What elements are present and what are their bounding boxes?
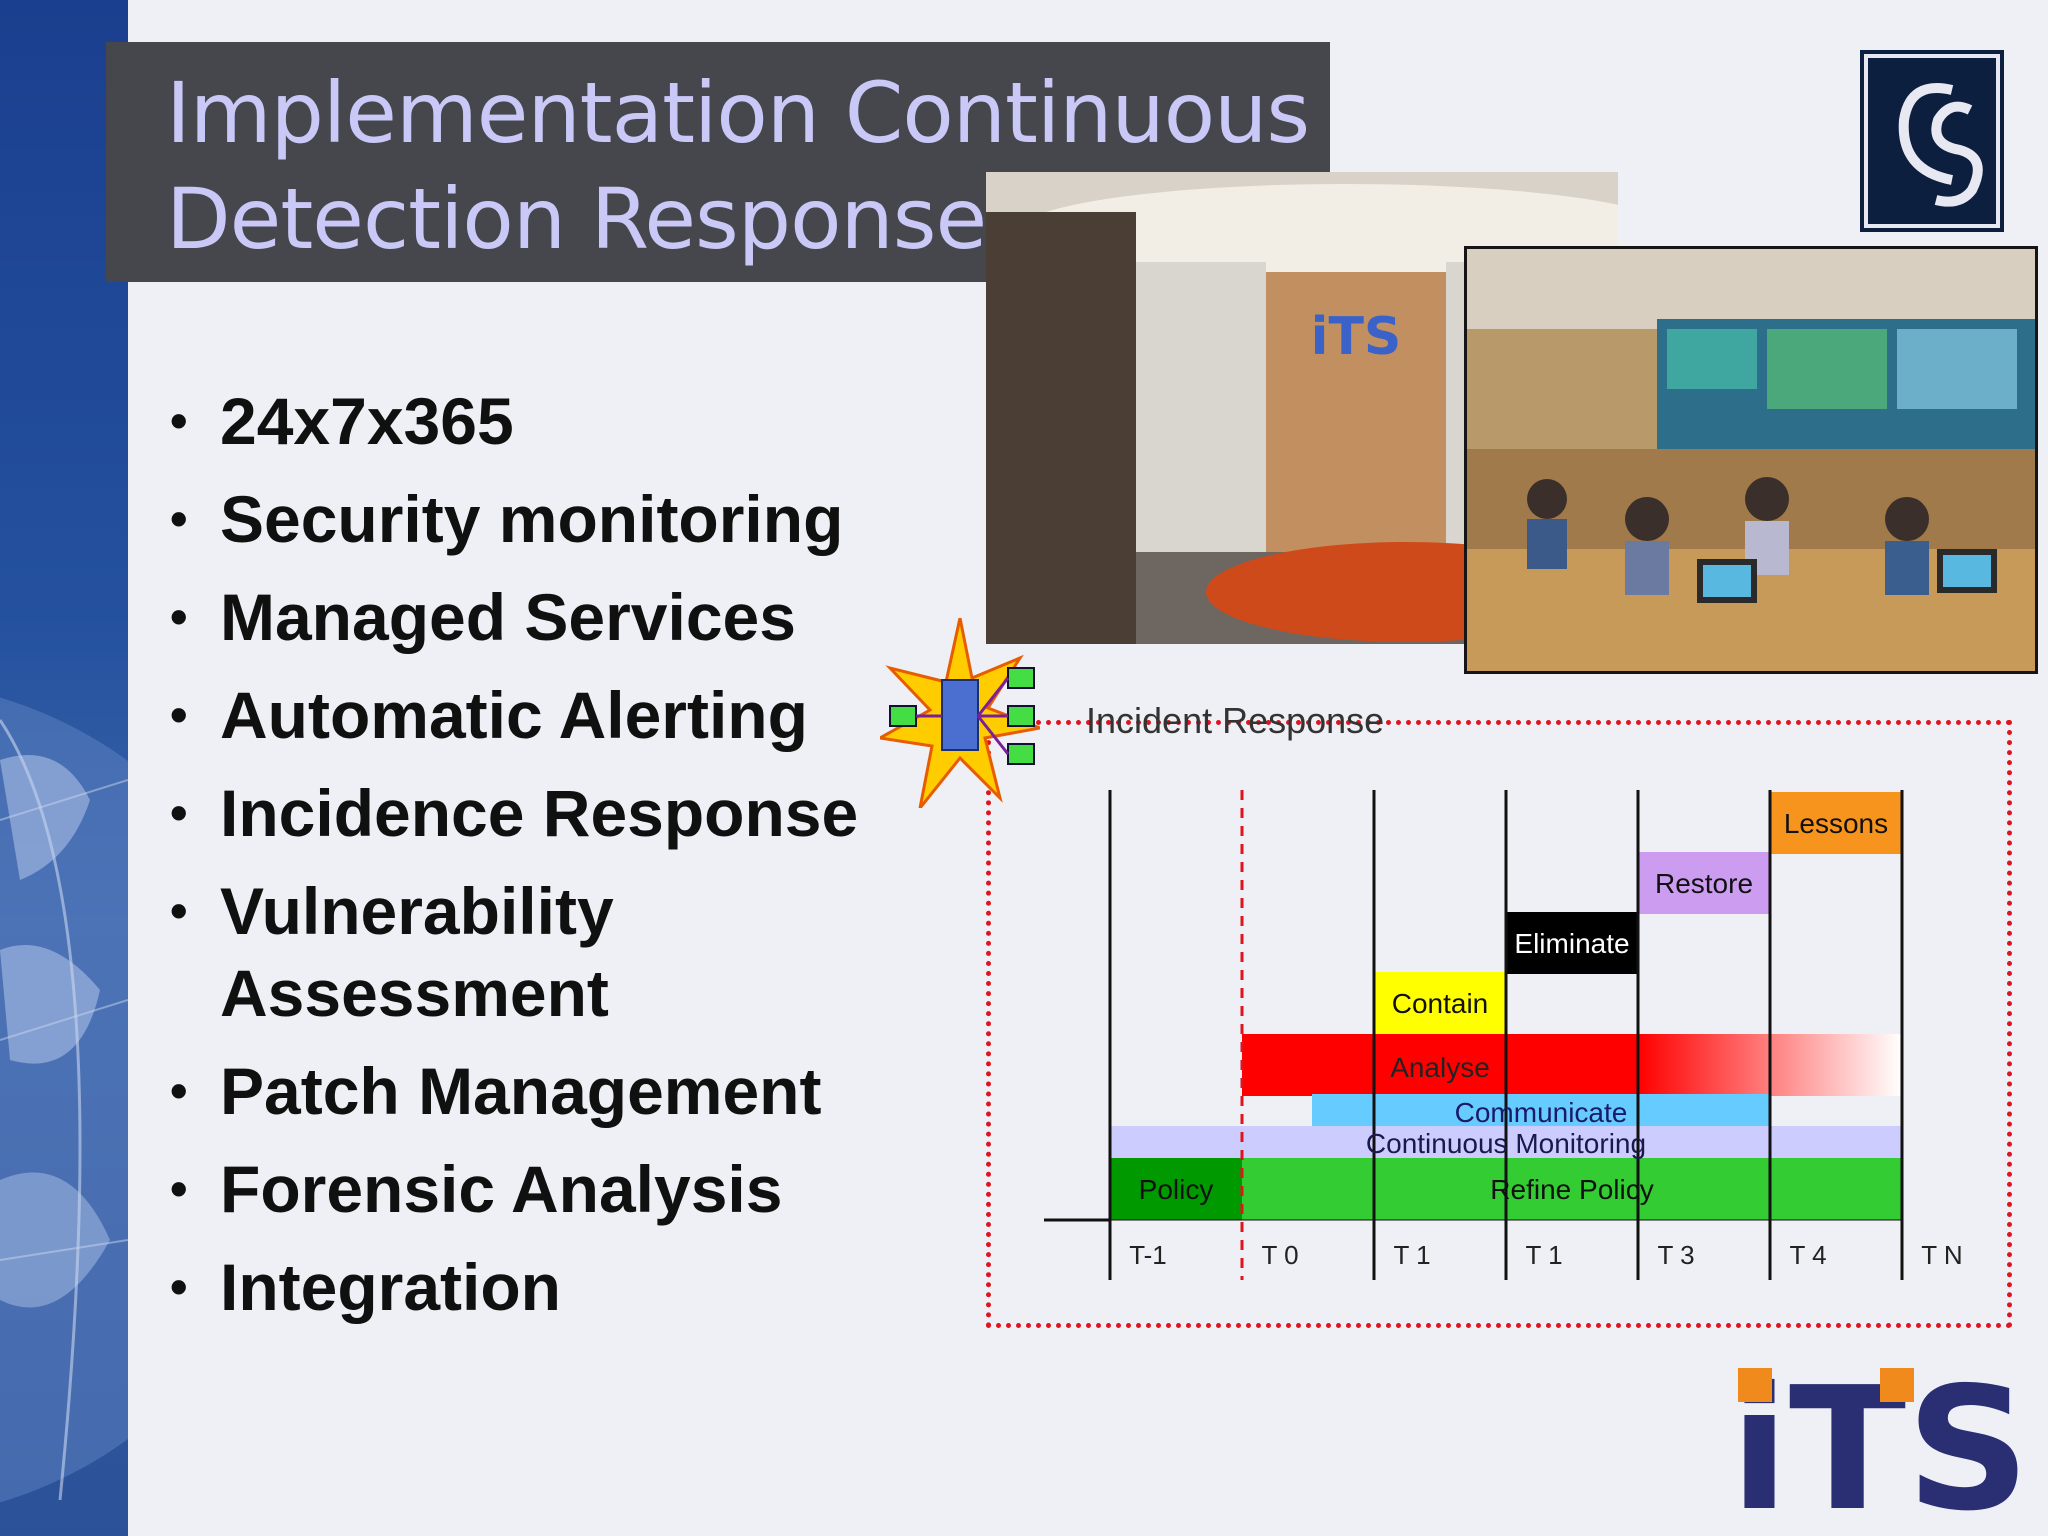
lobby-logo-text: iTS xyxy=(1311,307,1402,367)
list-item: • 24x7x365 xyxy=(170,380,930,462)
bullet-dot: • xyxy=(170,589,188,645)
bullet-text: Forensic Analysis xyxy=(220,1152,783,1226)
bullet-dot: • xyxy=(170,491,188,547)
list-item: • Incidence Response xyxy=(170,772,930,854)
computer-icon xyxy=(1007,667,1035,689)
bullet-dot: • xyxy=(170,687,188,743)
incident-response-label: Incident Response xyxy=(1086,700,1385,741)
bullet-text: Patch Management xyxy=(220,1054,822,1128)
bullet-text: Incidence Response xyxy=(220,776,859,850)
bullet-text: Integration xyxy=(220,1250,561,1324)
bullet-dot: • xyxy=(170,883,188,939)
bullet-dot: • xyxy=(170,785,188,841)
list-item: • Automatic Alerting xyxy=(170,674,930,756)
bullet-text-cont: Assessment xyxy=(220,956,609,1030)
bullet-dot: • xyxy=(170,1259,188,1315)
globe-icon xyxy=(0,697,128,1503)
bullet-dot: • xyxy=(170,1063,188,1119)
bullet-list: • 24x7x365 • Security monitoring • Managed … xyxy=(170,380,930,1344)
bullet-dot: • xyxy=(170,393,188,449)
title-box: Implementation Continuous Detection Resp… xyxy=(106,42,1330,282)
list-item: • Security monitoring xyxy=(170,478,930,560)
bullet-text: Managed Services xyxy=(220,580,796,654)
list-item: • Patch Management xyxy=(170,1050,930,1132)
bullet-text: Vulnerability xyxy=(220,874,614,948)
incident-response-frame xyxy=(986,720,2012,1328)
computer-icon xyxy=(889,705,917,727)
bullet-dot: • xyxy=(170,1161,188,1217)
its-logo: iTS xyxy=(1730,1351,2035,1536)
server-icon xyxy=(941,679,979,751)
list-item: • Integration xyxy=(170,1246,930,1328)
list-item: • Forensic Analysis xyxy=(170,1148,930,1230)
computer-icon xyxy=(1007,705,1035,727)
cs-logo xyxy=(1860,50,2004,232)
alert-burst-icon xyxy=(875,617,1046,809)
list-item: • Managed Services xyxy=(170,576,930,658)
bullet-text: Automatic Alerting xyxy=(220,678,808,752)
bullet-text: 24x7x365 xyxy=(220,384,514,458)
bullet-text: Security monitoring xyxy=(220,482,844,556)
page-title-line2: Detection Response xyxy=(166,170,987,268)
page-title-line1: Implementation Continuous xyxy=(166,64,1310,162)
computer-icon xyxy=(1007,743,1035,765)
operations-center-photo xyxy=(1464,246,2038,674)
